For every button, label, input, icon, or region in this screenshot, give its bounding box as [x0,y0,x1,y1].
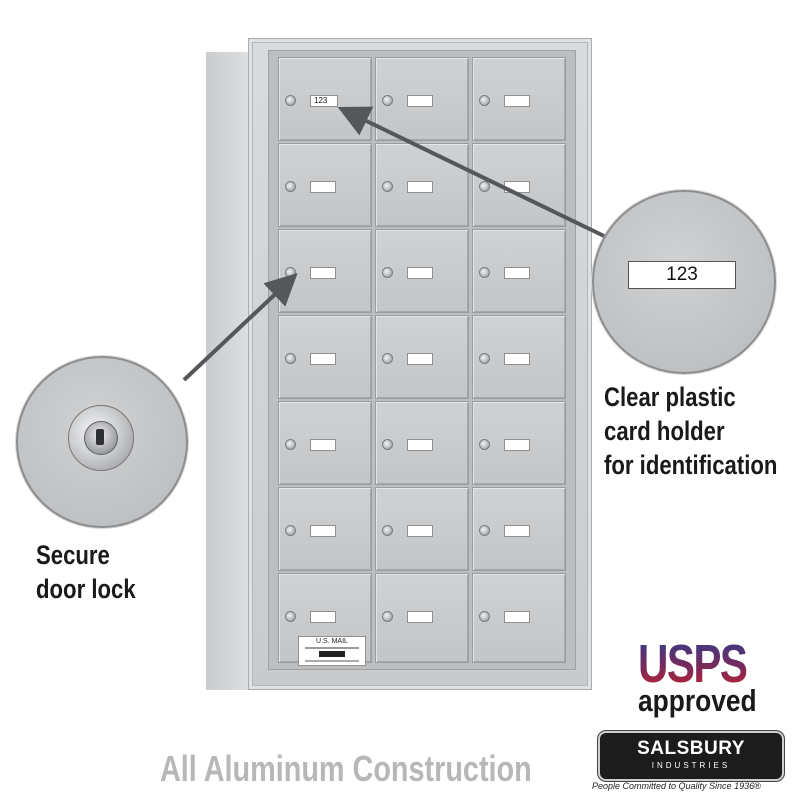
card-holder [310,439,336,451]
card-holder [407,525,433,537]
card-holder [310,95,338,107]
card-holder [504,611,530,623]
lock-label-line-1: Secure [36,540,110,570]
card-holder [407,611,433,623]
card-holder [504,353,530,365]
card-holder [407,267,433,279]
card-holder [407,353,433,365]
card-holder-number: 123 [314,96,328,105]
card-holder [504,95,530,107]
salsbury-logo-name: SALSBURY [637,738,745,759]
door-lock-icon [479,95,490,106]
door-lock-icon [382,181,393,192]
card-holder-zoom-number: 123 [628,261,736,289]
card-holder-label-line-3: for identification [604,450,778,480]
door-lock-icon [382,267,393,278]
card-holder [310,353,336,365]
salsbury-logo: SALSBURY INDUSTRIES [598,731,784,781]
us-mail-plate: U.S. MAIL [298,636,366,666]
door-lock-icon [479,353,490,364]
construction-caption: All Aluminum Construction [160,748,532,789]
door-lock-icon [285,181,296,192]
door-lock-icon [285,439,296,450]
usps-logo-text: USPS [638,634,748,694]
door-lock-icon [479,267,490,278]
us-mail-plate-text-line [305,660,359,662]
card-holder [504,525,530,537]
door-lock-icon [479,181,490,192]
door-lock-icon [479,525,490,536]
card-holder-label-line-2: card holder [604,416,725,446]
card-holder [310,267,336,279]
card-holder [407,181,433,193]
card-holder-label-line-1: Clear plastic [604,382,736,412]
card-holder [504,267,530,279]
card-holder-arrow [337,106,605,238]
mailbox-side-panel [206,52,256,690]
key-icon [96,429,104,445]
door-lock-icon [382,611,393,622]
lock-arrow [182,273,298,382]
door-lock-icon [382,95,393,106]
usps-logo: USPS [638,634,748,694]
door-lock-icon [382,439,393,450]
card-holder [310,611,336,623]
card-holder [407,95,433,107]
us-mail-plate-text-line [305,647,359,649]
salsbury-tagline: People Committed to Quality Since 1936® [592,781,761,791]
us-mail-plate-title: U.S. MAIL [316,638,348,645]
card-holder [310,181,336,193]
card-holder [504,439,530,451]
us-mail-plate-logo [319,651,345,657]
door-lock-icon [285,525,296,536]
door-lock-icon [285,95,296,106]
card-holder [310,525,336,537]
door-lock-icon [382,525,393,536]
door-lock-icon [479,611,490,622]
card-holder [407,439,433,451]
door-lock-icon [285,353,296,364]
door-lock-icon [382,353,393,364]
door-lock-icon [285,611,296,622]
usps-approved-text: approved [638,683,757,718]
door-lock-icon [479,439,490,450]
lock-label-line-2: door lock [36,574,136,604]
salsbury-logo-sub: INDUSTRIES [651,761,731,770]
